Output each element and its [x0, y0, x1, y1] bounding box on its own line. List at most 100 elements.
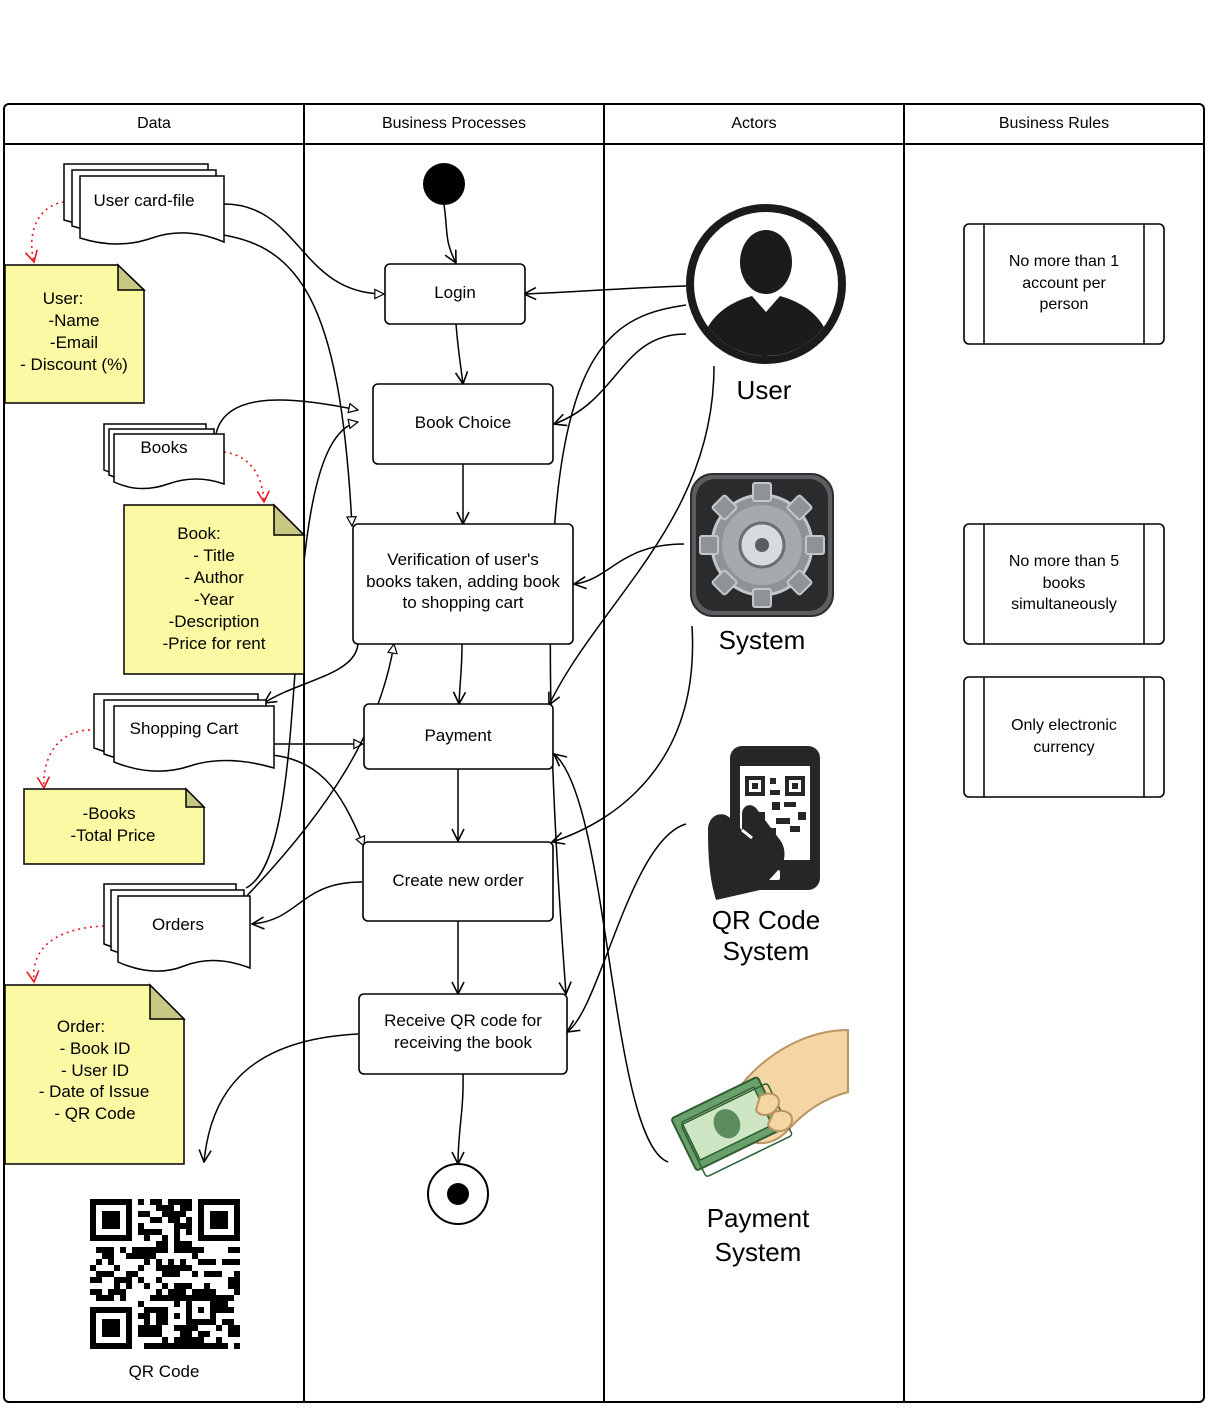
qr-module — [144, 1313, 150, 1319]
note-line: - Date of Issue — [39, 1082, 150, 1101]
data-object-label: Orders — [152, 915, 204, 934]
note-line: - Author — [184, 568, 244, 587]
qr-module — [180, 1331, 186, 1337]
qr-module — [174, 1265, 180, 1271]
note-line: -Price for rent — [163, 634, 266, 653]
process-label: Payment — [424, 726, 491, 745]
qr-module — [108, 1247, 114, 1253]
qr-module — [144, 1211, 150, 1217]
qr-module — [132, 1247, 138, 1253]
qr-module — [108, 1295, 114, 1301]
qr-module — [180, 1265, 186, 1271]
rule-one-account: No more than 1 account per person — [963, 223, 1165, 345]
qr-module — [144, 1235, 150, 1241]
qr-module — [156, 1277, 162, 1283]
qr-module — [96, 1271, 102, 1277]
qr-module — [144, 1319, 150, 1325]
qr-module — [162, 1343, 168, 1349]
qr-module — [90, 1265, 96, 1271]
qr-module — [156, 1289, 162, 1295]
link-receive-to-qrcode — [204, 1033, 359, 1162]
actor-label: System — [719, 625, 806, 655]
actor-system: System — [690, 473, 834, 655]
qr-module — [174, 1343, 180, 1349]
process-label: books taken, adding book — [366, 572, 560, 591]
link-user-to-payment — [549, 365, 715, 705]
qr-module — [174, 1229, 180, 1235]
qr-module — [234, 1277, 240, 1283]
qr-module — [192, 1289, 198, 1295]
process-label: receiving the book — [394, 1033, 532, 1052]
process-book-choice: Book Choice — [372, 383, 554, 465]
qr-module — [174, 1241, 180, 1247]
qr-module — [108, 1259, 114, 1265]
note-order: Order: - Book ID - User ID - Date of Iss… — [4, 983, 186, 1165]
qr-module — [120, 1247, 126, 1253]
qr-module — [186, 1325, 192, 1331]
process-label: Book Choice — [415, 413, 511, 432]
qr-module — [156, 1307, 162, 1313]
link-cardfile-to-login — [223, 203, 384, 294]
process-label: Create new order — [392, 871, 524, 890]
qr-module — [168, 1265, 174, 1271]
qr-module — [162, 1295, 168, 1301]
qr-module — [198, 1289, 204, 1295]
qr-module — [234, 1331, 240, 1337]
process-label: Verification of user's — [387, 550, 539, 569]
money-hand-icon — [671, 1028, 849, 1177]
qr-module — [174, 1217, 180, 1223]
rule-electronic-currency: Only electronic currency — [963, 676, 1165, 798]
link-orders-to-verification — [239, 644, 394, 904]
qr-module — [186, 1217, 192, 1223]
data-object-user-card-file: User card-file — [63, 163, 225, 245]
note-link-book — [223, 451, 271, 504]
qr-module — [228, 1283, 234, 1289]
qr-module — [102, 1247, 108, 1253]
note-line: Book: — [177, 524, 220, 543]
qr-module — [174, 1211, 180, 1217]
qr-module — [162, 1313, 168, 1319]
qr-code-icon: QR Code — [90, 1199, 240, 1381]
qr-module — [150, 1199, 156, 1205]
qr-module — [162, 1271, 168, 1277]
qr-module — [96, 1247, 102, 1253]
qr-module — [228, 1325, 234, 1331]
qr-module — [180, 1337, 186, 1343]
process-login: Login — [384, 263, 526, 325]
link-books-to-bookchoice — [215, 399, 358, 435]
qr-module — [186, 1241, 192, 1247]
qr-module — [216, 1295, 222, 1301]
qr-module — [174, 1283, 180, 1289]
qr-module — [156, 1229, 162, 1235]
qr-module — [186, 1247, 192, 1253]
qr-module — [138, 1331, 144, 1337]
qr-module — [126, 1271, 132, 1277]
flow-login-to-bookchoice — [456, 323, 463, 384]
qr-module — [156, 1259, 162, 1265]
qr-module — [96, 1277, 102, 1283]
process-label: to shopping cart — [403, 593, 524, 612]
qr-module — [228, 1247, 234, 1253]
note-link-order — [26, 925, 105, 984]
qr-module — [138, 1301, 144, 1307]
qr-module — [114, 1277, 120, 1283]
qr-module — [180, 1283, 186, 1289]
data-object-orders: Orders — [103, 883, 251, 972]
qr-module — [162, 1205, 168, 1211]
qr-module — [120, 1289, 126, 1295]
qr-module — [144, 1253, 150, 1259]
qr-module — [180, 1247, 186, 1253]
note-line: - Discount (%) — [20, 355, 128, 374]
link-system-to-verification — [574, 543, 685, 584]
process-label: Receive QR code for — [384, 1011, 542, 1030]
qr-module — [198, 1307, 204, 1313]
qr-module — [186, 1199, 192, 1205]
rule-text: account per — [1022, 275, 1106, 292]
qr-module — [150, 1307, 156, 1313]
qr-module — [228, 1259, 234, 1265]
flow-verification-to-payment — [459, 643, 462, 704]
qr-module — [186, 1337, 192, 1343]
qr-module — [180, 1223, 186, 1229]
qr-module — [144, 1229, 150, 1235]
actor-label: Payment — [707, 1203, 810, 1233]
